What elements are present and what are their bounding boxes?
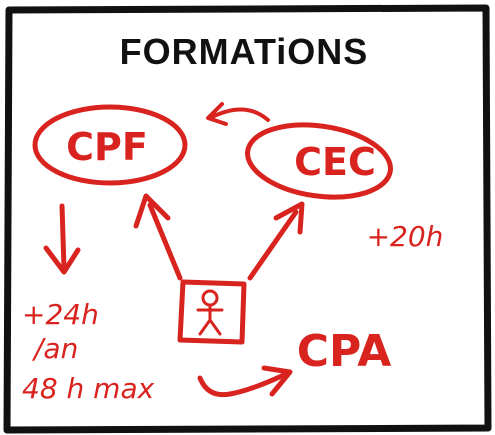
cpf-hours-line1: +24h <box>22 298 99 331</box>
arrowhead-person-to-cec <box>273 201 305 235</box>
frame-border <box>3 4 492 434</box>
arrowhead-cpf-down <box>43 245 81 275</box>
arrow-person-to-cec <box>247 209 299 281</box>
arrow-cpf-down <box>59 203 67 271</box>
arrow-cec-to-cpf <box>208 107 270 122</box>
cec-hours-note: +20h <box>367 220 444 253</box>
page-title: FORMATiONS <box>120 31 369 72</box>
cpf-label: CPF <box>66 125 148 169</box>
cpf-ellipse <box>32 104 188 186</box>
arrowhead-person-to-cpf <box>133 193 171 229</box>
arrow-person-to-cpf <box>147 202 183 281</box>
cpa-label: CPA <box>297 326 392 377</box>
arrow-to-cpa <box>197 371 289 398</box>
cec-ellipse <box>245 122 393 200</box>
cpf-hours-line3: 48 h max <box>22 372 155 405</box>
arrowhead-to-cpa <box>261 365 293 397</box>
cpf-hours-line2: /an <box>31 332 78 365</box>
cec-label: CEC <box>294 140 376 184</box>
person-in-box-icon <box>177 279 247 345</box>
arrowhead-cec-to-cpf <box>206 102 228 126</box>
